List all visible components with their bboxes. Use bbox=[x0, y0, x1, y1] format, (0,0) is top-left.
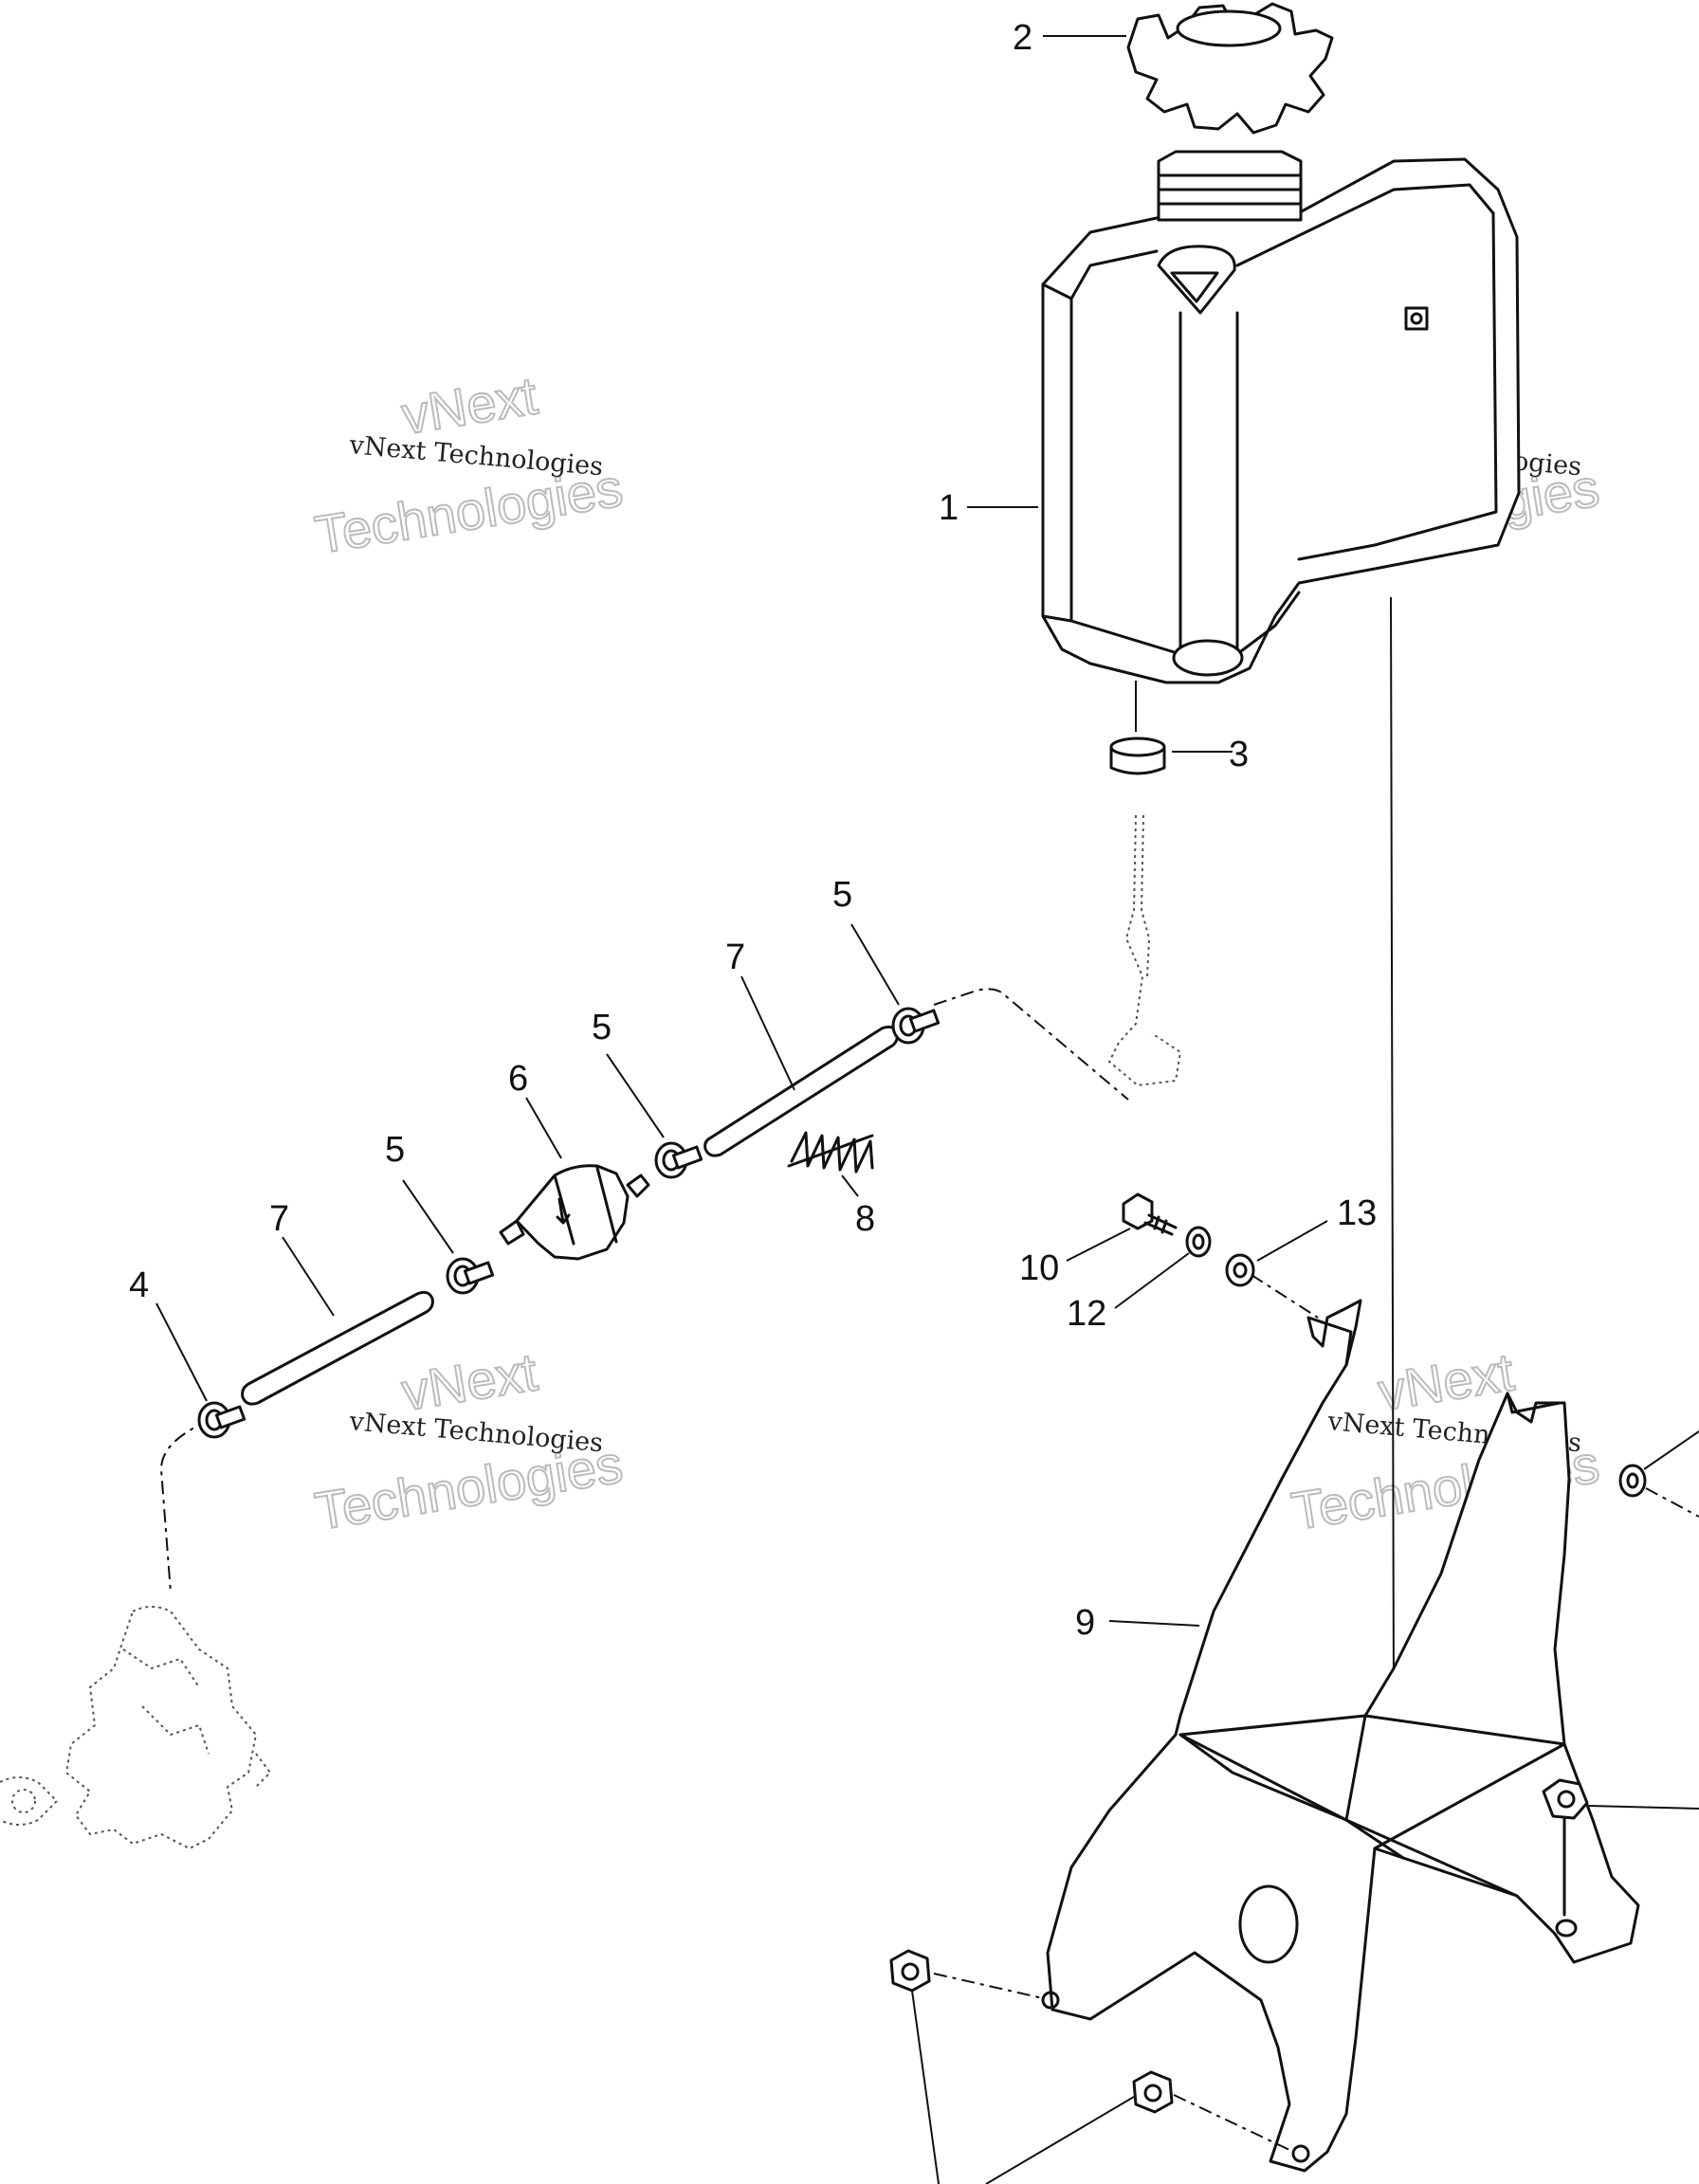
bolt-dash bbox=[1251, 1274, 1319, 1319]
leader-5-middle bbox=[606, 1053, 665, 1138]
callout-1: 1 bbox=[939, 488, 959, 528]
callout-7-lower: 7 bbox=[269, 1199, 289, 1239]
nut-dash-left bbox=[933, 1973, 1044, 1999]
leader-9 bbox=[1108, 1620, 1200, 1627]
hex-nut-lower-left bbox=[889, 1949, 931, 1993]
leader-13 bbox=[1256, 1220, 1328, 1262]
lock-washer bbox=[1185, 1226, 1212, 1258]
lock-washer-right-edge bbox=[1618, 1464, 1647, 1498]
watermark-text-top-left: vNext Technologies bbox=[347, 430, 604, 482]
callout-5-right: 5 bbox=[832, 875, 852, 915]
leader-12 bbox=[1114, 1252, 1190, 1309]
leader-10 bbox=[1066, 1228, 1131, 1262]
callout-9: 9 bbox=[1075, 1603, 1095, 1643]
svg-text:vNext: vNext bbox=[1375, 1341, 1519, 1422]
leader-8 bbox=[841, 1174, 859, 1197]
washer-dash-right bbox=[1645, 1487, 1699, 1518]
callout-13: 13 bbox=[1337, 1193, 1377, 1233]
fuel-tank bbox=[1041, 150, 1521, 684]
tank-bracket bbox=[1041, 1299, 1640, 2173]
hose-clamp-right bbox=[891, 1007, 941, 1045]
leader-7-upper bbox=[740, 975, 795, 1091]
nut-dash-right bbox=[1173, 2094, 1290, 2151]
hose-clamp-middle bbox=[654, 1141, 703, 1179]
svg-text:vNext: vNext bbox=[398, 365, 542, 446]
hose-clamp-part-4 bbox=[197, 1401, 247, 1439]
leader-5-right bbox=[850, 923, 900, 1006]
leader-washer-right bbox=[1643, 1430, 1699, 1470]
callout-3: 3 bbox=[1229, 735, 1249, 774]
fuel-line-path bbox=[933, 988, 1129, 1101]
fuel-hose-lower bbox=[241, 1290, 434, 1406]
leader-6 bbox=[525, 1097, 562, 1159]
callout-7-upper: 7 bbox=[725, 937, 745, 977]
svg-text:vNext: vNext bbox=[398, 1341, 542, 1422]
hex-nut-bracket bbox=[1542, 1778, 1589, 1917]
callout-2: 2 bbox=[1013, 18, 1032, 58]
grommet bbox=[1107, 737, 1182, 1087]
callout-4: 4 bbox=[129, 1265, 149, 1305]
watermark-text-bottom-left: vNext Technologies bbox=[347, 1407, 604, 1458]
callout-10: 10 bbox=[1019, 1248, 1059, 1288]
callout-8: 8 bbox=[855, 1199, 875, 1239]
leader-nut-bracket bbox=[1588, 1805, 1699, 1810]
hex-nut-lower-right bbox=[1132, 2070, 1174, 2114]
fuel-cap bbox=[1126, 2, 1334, 135]
fuel-line-path-lower bbox=[159, 1419, 211, 1593]
callout-5-middle: 5 bbox=[592, 1008, 612, 1047]
callout-5-left: 5 bbox=[385, 1130, 405, 1170]
leader-nuts-lower bbox=[911, 1990, 1135, 2184]
leader-5-left bbox=[402, 1179, 454, 1254]
hose-clamp-left bbox=[446, 1257, 495, 1295]
carburetor-ghost bbox=[0, 1606, 272, 1850]
flat-washer bbox=[1225, 1253, 1255, 1287]
bolt bbox=[1122, 1192, 1178, 1236]
leader-4 bbox=[155, 1302, 208, 1402]
tank-to-bracket-arrow bbox=[1390, 596, 1395, 1698]
spring bbox=[787, 1131, 874, 1174]
fuel-filter bbox=[499, 1164, 650, 1261]
callout-12: 12 bbox=[1067, 1294, 1106, 1334]
callout-6: 6 bbox=[508, 1059, 528, 1099]
leader-7-lower bbox=[282, 1236, 335, 1317]
